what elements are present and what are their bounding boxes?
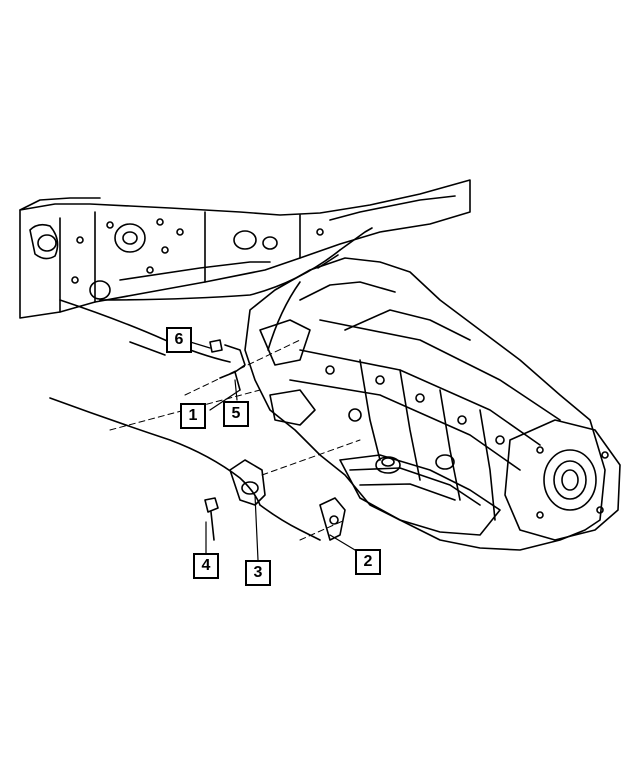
callout-2: 2 xyxy=(355,549,381,575)
shift-cable xyxy=(49,227,373,541)
clip-parts xyxy=(209,339,246,391)
callout-6: 6 xyxy=(166,327,192,353)
transmission-housing xyxy=(244,257,606,551)
transmission-output-flange xyxy=(504,419,621,541)
callout-1: 1 xyxy=(180,403,206,429)
bolt-part xyxy=(204,497,219,541)
frame-crossmember xyxy=(19,179,471,319)
callout-4: 4 xyxy=(193,553,219,579)
alignment-lines xyxy=(109,339,361,541)
shift-lever-bracket xyxy=(229,459,346,541)
callout-3: 3 xyxy=(245,560,271,586)
callout-5: 5 xyxy=(223,401,249,427)
